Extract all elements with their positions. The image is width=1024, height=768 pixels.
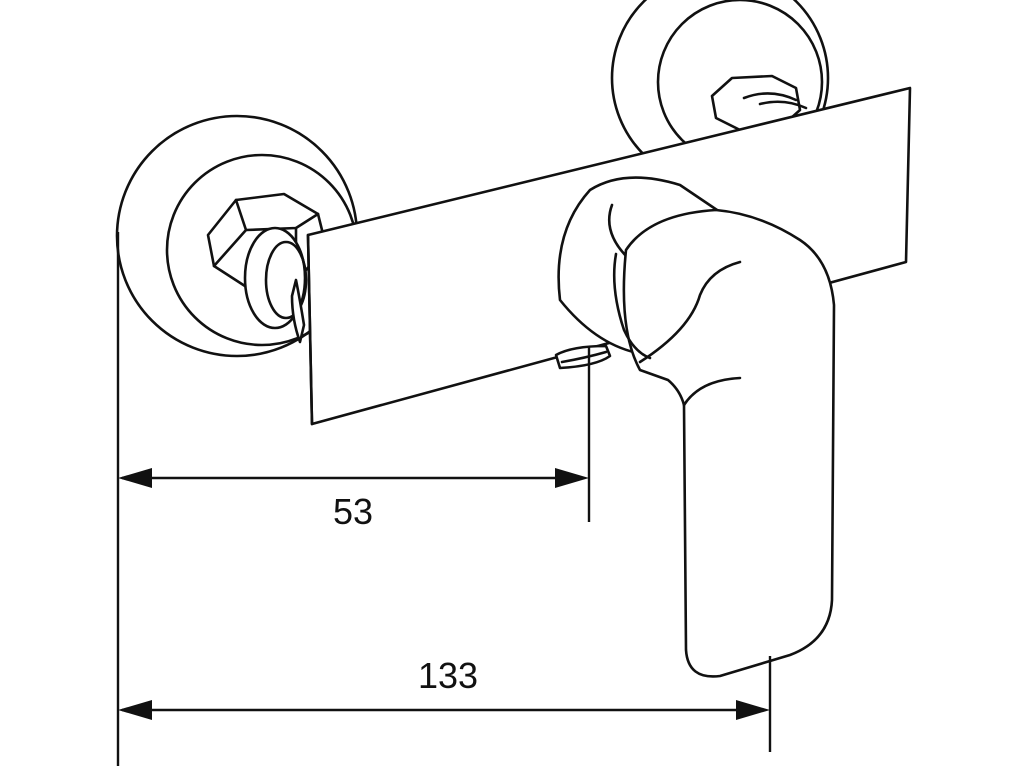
overall-width-label: 133: [418, 655, 478, 696]
lever-handle: [612, 208, 836, 678]
overall-arrow-right: [736, 700, 770, 720]
dimension-overall-width: 133: [116, 232, 772, 766]
outlet-offset-label: 53: [333, 491, 373, 532]
left-connector: [243, 226, 308, 344]
outlet-arrow-left: [118, 468, 152, 488]
overall-arrow-left: [118, 700, 152, 720]
outlet-nozzle: [554, 344, 612, 370]
dimension-outlet-offset: 53: [118, 346, 591, 532]
outlet-arrow-right: [555, 468, 589, 488]
